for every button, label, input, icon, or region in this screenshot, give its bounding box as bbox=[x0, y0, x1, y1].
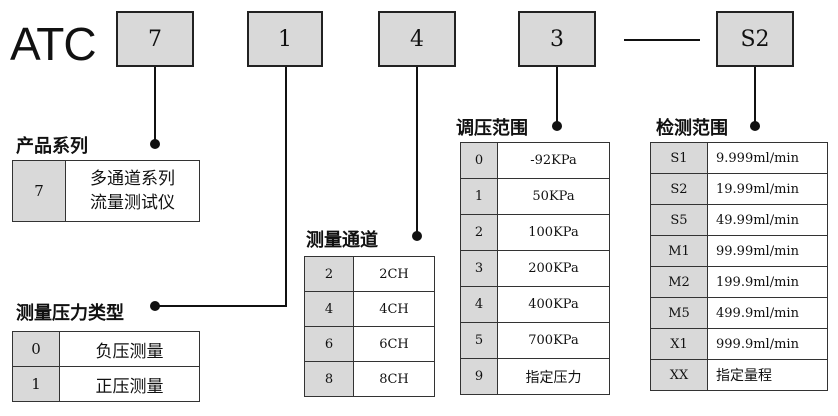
detection-range-title: 检测范围 bbox=[656, 118, 728, 139]
reg-code-2: 2 bbox=[460, 214, 498, 251]
det-code-0: S1 bbox=[650, 142, 708, 174]
connector-channels bbox=[416, 67, 418, 235]
channel-code-0: 2 bbox=[304, 256, 354, 292]
channels-title: 测量通道 bbox=[306, 230, 378, 251]
reg-code-4: 4 bbox=[460, 286, 498, 323]
channel-value-3: 8CH bbox=[353, 361, 435, 397]
channel-value-2: 6CH bbox=[353, 326, 435, 362]
connector-dot-pressure bbox=[150, 301, 160, 311]
reg-code-6: 9 bbox=[460, 358, 498, 395]
table-row: 1 正压测量 bbox=[12, 366, 200, 402]
pressure-code-1: 1 bbox=[12, 366, 60, 402]
pressure-value-1: 正压测量 bbox=[59, 366, 200, 402]
reg-code-3: 3 bbox=[460, 250, 498, 287]
connector-pressure-vertical bbox=[285, 67, 287, 307]
pressure-code-0: 0 bbox=[12, 331, 60, 367]
series-desc: 多通道系列 流量测试仪 bbox=[65, 160, 200, 222]
det-value-6: 999.9ml/min bbox=[707, 328, 828, 360]
det-code-1: S2 bbox=[650, 173, 708, 205]
reg-value-1: 50KPa bbox=[497, 178, 610, 215]
table-row: 7 多通道系列 流量测试仪 bbox=[12, 160, 200, 222]
pressure-type-title: 测量压力类型 bbox=[16, 303, 124, 324]
det-code-2: S5 bbox=[650, 204, 708, 236]
code-box-pressure-type: 1 bbox=[247, 11, 323, 67]
table-row: 0 负压测量 bbox=[12, 331, 200, 367]
connector-dot-series bbox=[150, 139, 160, 149]
reg-value-4: 400KPa bbox=[497, 286, 610, 323]
reg-value-6: 指定压力 bbox=[497, 358, 610, 395]
connector-dot-channels bbox=[412, 231, 422, 241]
channel-code-2: 6 bbox=[304, 326, 354, 362]
reg-code-5: 5 bbox=[460, 322, 498, 359]
connector-dot-regulating bbox=[552, 121, 562, 131]
det-code-5: M5 bbox=[650, 297, 708, 329]
series-table: 7 多通道系列 流量测试仪 bbox=[12, 160, 200, 222]
det-code-6: X1 bbox=[650, 328, 708, 360]
series-desc-line1: 多通道系列 bbox=[90, 169, 175, 189]
connector-pressure-horizontal bbox=[155, 305, 287, 307]
connector-regulating bbox=[556, 67, 558, 127]
series-code: 7 bbox=[12, 160, 66, 222]
channel-code-1: 4 bbox=[304, 291, 354, 327]
code-box-regulating-range: 3 bbox=[518, 11, 596, 67]
regulating-range-title: 调压范围 bbox=[456, 118, 528, 139]
det-value-4: 199.9ml/min bbox=[707, 266, 828, 298]
code-box-series: 7 bbox=[116, 11, 194, 67]
reg-code-1: 1 bbox=[460, 178, 498, 215]
det-code-7: XX bbox=[650, 359, 708, 391]
reg-code-0: 0 bbox=[460, 142, 498, 179]
table-row: 0-92KPa bbox=[460, 142, 610, 179]
dash-connector bbox=[624, 39, 700, 41]
connector-dot-detection bbox=[750, 121, 760, 131]
series-desc-line2: 流量测试仪 bbox=[90, 193, 175, 213]
connector-detection bbox=[754, 67, 756, 127]
det-value-1: 19.99ml/min bbox=[707, 173, 828, 205]
connector-series bbox=[154, 67, 156, 142]
reg-value-0: -92KPa bbox=[497, 142, 610, 179]
model-prefix: ATC bbox=[10, 18, 97, 70]
channel-value-1: 4CH bbox=[353, 291, 435, 327]
det-value-3: 99.99ml/min bbox=[707, 235, 828, 267]
det-value-2: 49.99ml/min bbox=[707, 204, 828, 236]
pressure-value-0: 负压测量 bbox=[59, 331, 200, 367]
reg-value-2: 100KPa bbox=[497, 214, 610, 251]
channel-code-3: 8 bbox=[304, 361, 354, 397]
det-value-5: 499.9ml/min bbox=[707, 297, 828, 329]
code-box-channels: 4 bbox=[378, 11, 456, 67]
pressure-type-table: 0 负压测量 1 正压测量 bbox=[12, 331, 200, 402]
series-title: 产品系列 bbox=[16, 136, 88, 157]
reg-value-3: 200KPa bbox=[497, 250, 610, 287]
code-box-detection-range: S2 bbox=[716, 11, 794, 67]
det-code-4: M2 bbox=[650, 266, 708, 298]
reg-value-5: 700KPa bbox=[497, 322, 610, 359]
det-code-3: M1 bbox=[650, 235, 708, 267]
det-value-7: 指定量程 bbox=[707, 359, 828, 391]
channel-value-0: 2CH bbox=[353, 256, 435, 292]
det-value-0: 9.999ml/min bbox=[707, 142, 828, 174]
